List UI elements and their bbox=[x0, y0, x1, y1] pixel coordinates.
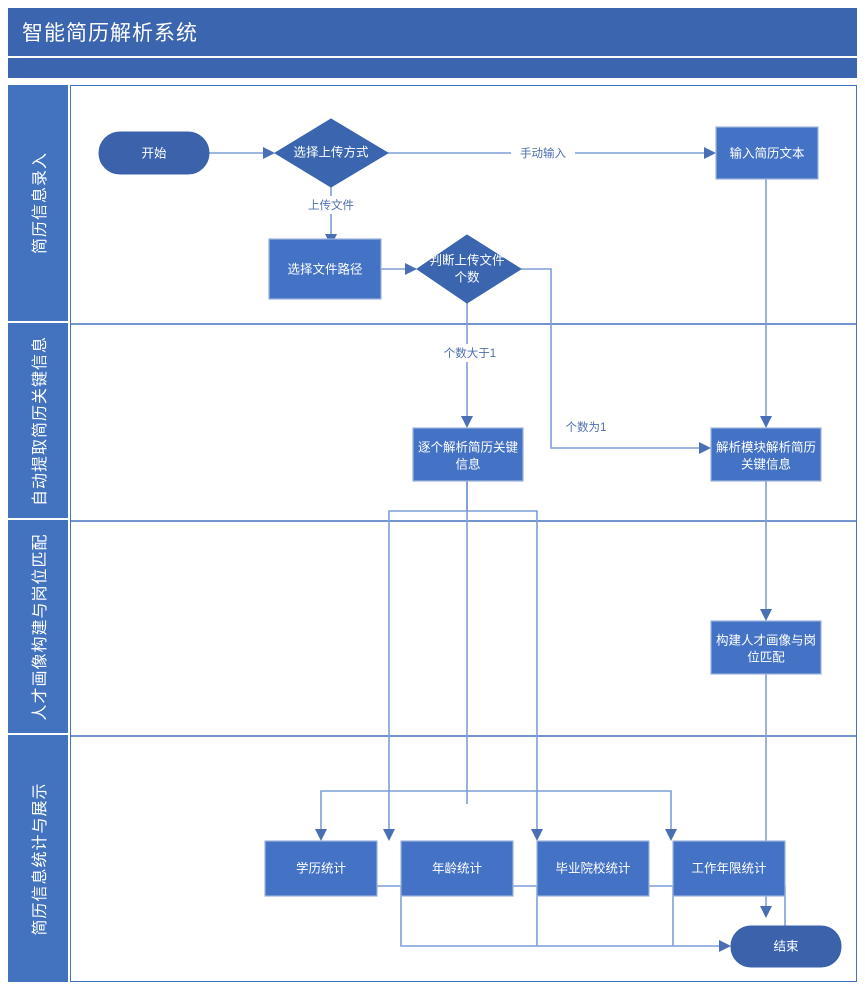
edge-moduleparse-to-portrait bbox=[760, 481, 772, 621]
app-title-bar: 智能简历解析系统 bbox=[8, 8, 857, 56]
node-education-statistics[interactable]: 学历统计 bbox=[264, 840, 378, 897]
node-label-line2: 关键信息 bbox=[741, 456, 791, 471]
edge-count-to-eachparse: 个数大于1 bbox=[435, 303, 505, 428]
node-work-years-statistics[interactable]: 工作年限统计 bbox=[672, 840, 786, 897]
node-school-statistics[interactable]: 毕业院校统计 bbox=[536, 840, 650, 897]
lane-header-talent-portrait-match[interactable]: 人才画像构建与岗位匹配 bbox=[8, 520, 68, 735]
edge-path-to-count bbox=[381, 263, 417, 275]
lane-label: 人才画像构建与岗位匹配 bbox=[32, 532, 49, 721]
node-label-line1: 构建人才画像与岗 bbox=[716, 632, 816, 647]
node-label: 开始 bbox=[141, 146, 167, 160]
edge-eachparse-to-statistics bbox=[315, 481, 677, 841]
edge-label-count-gt-1: 个数大于1 bbox=[444, 346, 496, 360]
edge-label-upload-file: 上传文件 bbox=[308, 198, 354, 212]
node-label: 工作年限统计 bbox=[691, 861, 766, 875]
edge-label-manual-input: 手动输入 bbox=[520, 146, 566, 160]
node-judge-file-count[interactable]: 判断上传文件 个数 bbox=[416, 234, 522, 304]
node-label-line1: 判断上传文件 bbox=[429, 252, 504, 267]
lane-header-statistics-display[interactable]: 简历信息统计与展示 bbox=[8, 735, 68, 982]
flowchart-svg: 手动输入 上传文件 个数大于1 bbox=[71, 118, 856, 968]
node-select-file-path[interactable]: 选择文件路径 bbox=[268, 238, 382, 300]
edge-inputtext-to-moduleparse bbox=[760, 179, 772, 428]
node-parse-each-resume[interactable]: 逐个解析简历关键 信息 bbox=[412, 427, 524, 482]
node-label-line2: 个数 bbox=[454, 269, 480, 284]
node-label: 结束 bbox=[773, 939, 799, 953]
lane-header-key-info-extraction[interactable]: 自动提取简历关键信息 bbox=[8, 323, 68, 520]
page-title: 智能简历解析系统 bbox=[22, 22, 198, 45]
lane-label: 简历信息统计与展示 bbox=[32, 781, 49, 936]
edge-choose-to-inputtext: 手动输入 bbox=[388, 144, 716, 162]
lane-label-column: 简历信息录入 自动提取简历关键信息 人才画像构建与岗位匹配 简历信息统计与展示 bbox=[8, 85, 68, 982]
edge-start-to-choose bbox=[208, 147, 275, 159]
title-accent-strip bbox=[8, 58, 857, 78]
node-choose-upload-method[interactable]: 选择上传方式 bbox=[274, 118, 389, 188]
node-end[interactable]: 结束 bbox=[730, 925, 842, 968]
node-label-line2: 信息 bbox=[455, 456, 480, 471]
node-parse-module[interactable]: 解析模块解析简历 关键信息 bbox=[710, 427, 822, 482]
node-label: 选择上传方式 bbox=[293, 144, 369, 159]
node-start[interactable]: 开始 bbox=[98, 131, 210, 175]
edge-label-count-eq-1: 个数为1 bbox=[566, 420, 607, 434]
lane-label: 简历信息录入 bbox=[32, 151, 49, 255]
lane-header-resume-input[interactable]: 简历信息录入 bbox=[8, 85, 68, 323]
node-label-line2: 位匹配 bbox=[747, 649, 785, 664]
node-label: 年龄统计 bbox=[432, 861, 482, 875]
node-label-line1: 解析模块解析简历 bbox=[716, 440, 816, 454]
node-label: 毕业院校统计 bbox=[555, 860, 630, 875]
edge-count-to-moduleparse: 个数为1 bbox=[521, 268, 711, 454]
node-input-resume-text[interactable]: 输入简历文本 bbox=[715, 126, 819, 180]
node-label: 学历统计 bbox=[296, 860, 346, 875]
node-age-statistics[interactable]: 年龄统计 bbox=[400, 840, 514, 897]
node-build-talent-portrait[interactable]: 构建人才画像与岗 位匹配 bbox=[710, 620, 822, 675]
node-label: 输入简历文本 bbox=[729, 145, 805, 160]
node-label-line1: 逐个解析简历关键 bbox=[418, 440, 519, 454]
lane-label: 自动提取简历关键信息 bbox=[32, 335, 49, 506]
node-label: 选择文件路径 bbox=[287, 261, 362, 276]
edge-choose-to-path: 上传文件 bbox=[299, 187, 363, 246]
flowchart-canvas: 手动输入 上传文件 个数大于1 bbox=[70, 85, 857, 982]
